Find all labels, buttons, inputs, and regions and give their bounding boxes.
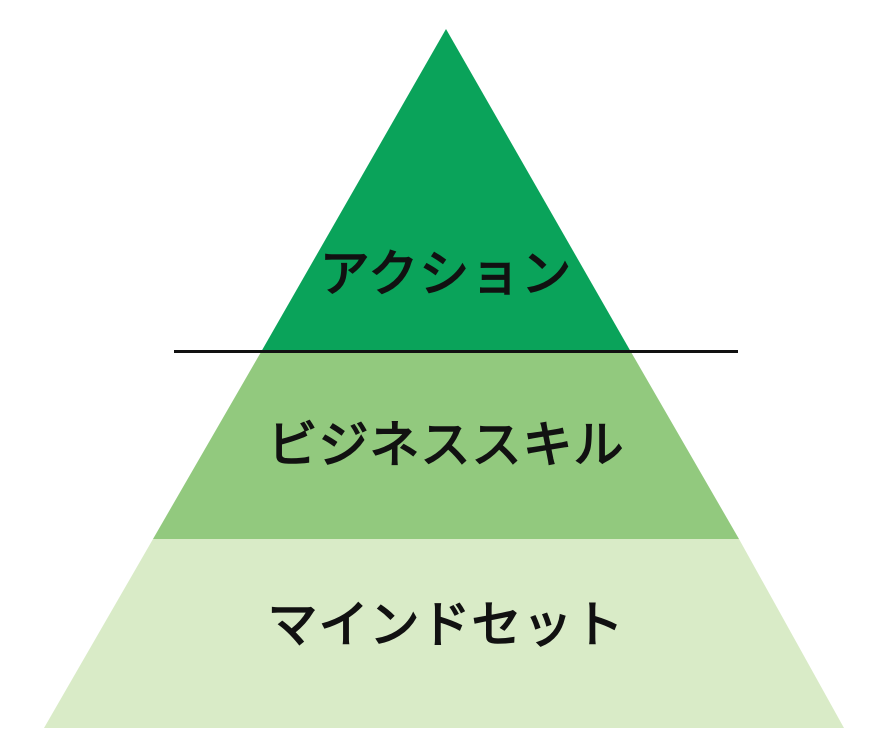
- level-label-business-skill: ビジネススキル: [267, 416, 625, 474]
- level-label-action: アクション: [319, 245, 573, 303]
- level-label-mindset: マインドセット: [267, 596, 625, 654]
- pyramid-level-middle: [153, 352, 739, 539]
- pyramid-level-top: [261, 29, 631, 352]
- divider-line: [174, 350, 738, 353]
- pyramid-level-bottom: [44, 539, 844, 728]
